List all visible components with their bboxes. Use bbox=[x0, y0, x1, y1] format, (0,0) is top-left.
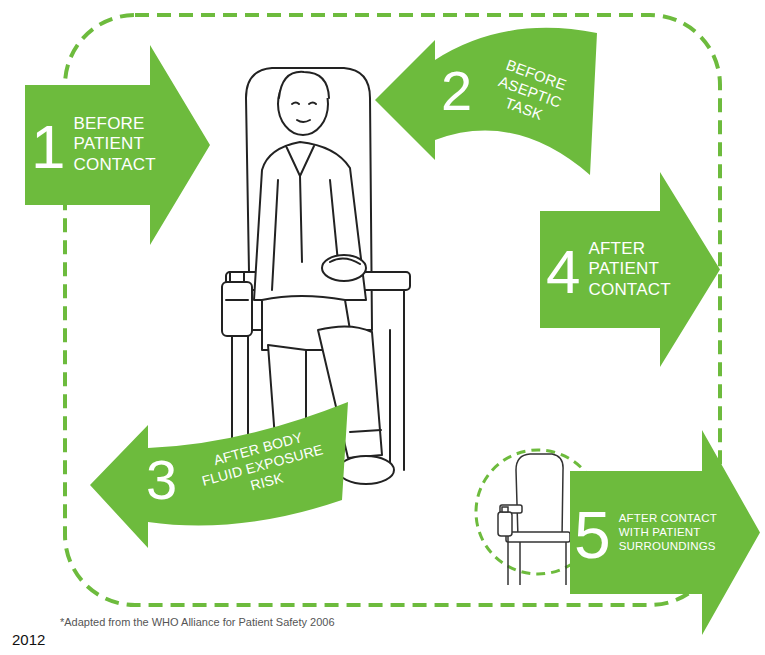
arrow-fill bbox=[25, 45, 210, 245]
moment-number: 5 bbox=[574, 502, 611, 568]
moment-number: 4 bbox=[546, 241, 580, 303]
arrow-fill bbox=[570, 430, 760, 635]
moment-label: BEFORE PATIENT CONTACT bbox=[73, 114, 155, 175]
moment-label: AFTER PATIENT CONTACT bbox=[588, 239, 670, 300]
moment-arrow: 2BEFORE ASEPTIC TASK bbox=[375, 15, 600, 180]
moment-label: AFTER CONTACT WITH PATIENT SURROUNDINGS bbox=[619, 512, 741, 553]
source-note: *Adapted from the WHO Alliance for Patie… bbox=[60, 616, 335, 628]
empty-chair bbox=[498, 454, 570, 585]
year-label: 2012 bbox=[12, 631, 45, 648]
arrow-fill bbox=[540, 172, 720, 367]
moment-number: 2 bbox=[441, 63, 472, 119]
moment-arrow: 4AFTER PATIENT CONTACT bbox=[540, 172, 720, 367]
arrow-fill bbox=[375, 28, 597, 175]
moment-arrow: 5AFTER CONTACT WITH PATIENT SURROUNDINGS bbox=[570, 430, 760, 635]
moment-arrow: 1BEFORE PATIENT CONTACT bbox=[25, 45, 210, 245]
arrow-shape bbox=[90, 400, 352, 585]
moment-arrow: 3AFTER BODY FLUID EXPOSURE RISK bbox=[90, 400, 352, 585]
arrow-shape bbox=[375, 15, 600, 180]
moment-number: 1 bbox=[31, 116, 65, 178]
moment-number: 3 bbox=[146, 452, 177, 508]
arrow-fill bbox=[90, 402, 348, 548]
